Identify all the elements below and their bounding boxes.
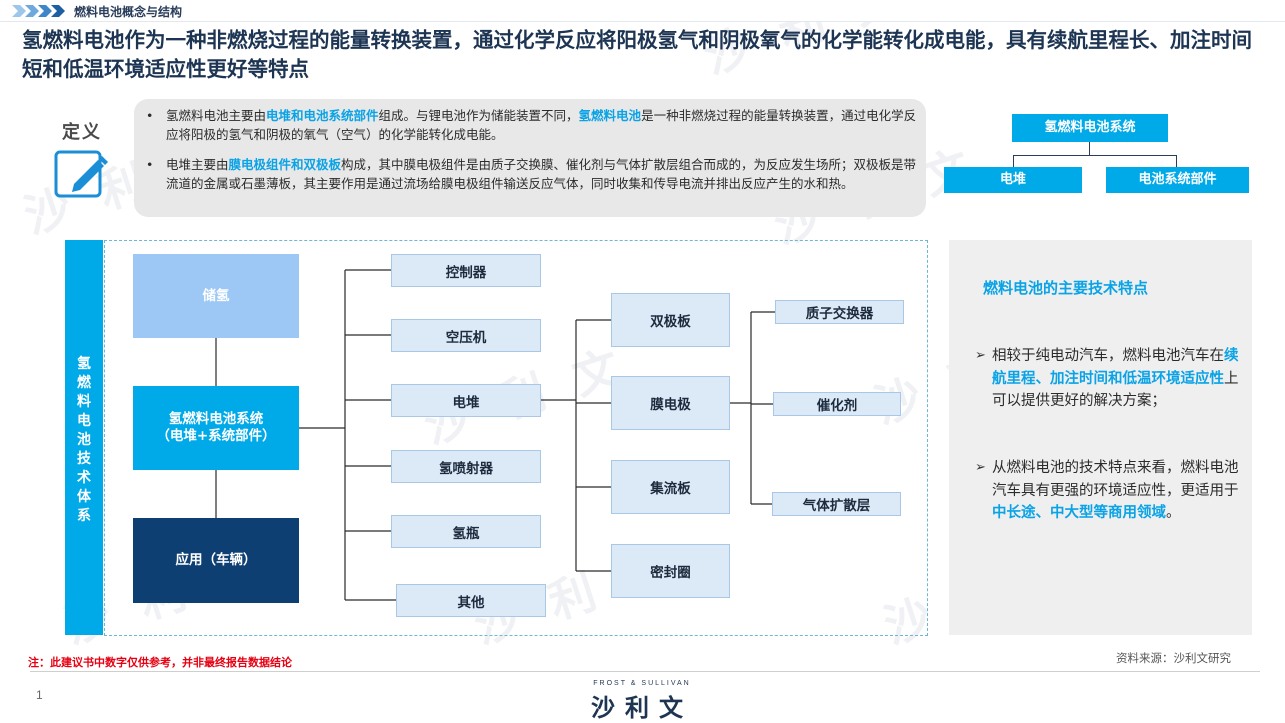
fuel-cell-system-box: 氢燃料电池系统 （电堆+系统部件） (133, 386, 299, 470)
pencil-edit-icon (54, 150, 108, 198)
footnote: 注：此建议书中数字仅供参考，并非最终报告数据结论 (28, 656, 292, 669)
component-stack: 电堆 (391, 384, 541, 417)
arrow-bullet-icon: ➢ (975, 348, 986, 363)
hydrogen-storage-box: 储氢 (133, 254, 299, 338)
arrow-bullet-icon: ➢ (975, 460, 986, 475)
org-connector (1013, 155, 1014, 167)
component-controller: 控制器 (391, 254, 541, 287)
feature-item: ➢ 从燃料电池的技术特点来看，燃料电池汽车具有更强的环境适应性，更适用于中长途、… (975, 457, 1245, 525)
definition-panel (134, 99, 926, 217)
chevron-arrows-icon (12, 5, 65, 17)
mea-part-proton-exchanger: 质子交换器 (775, 300, 904, 324)
component-hydrogen-injector: 氢喷射器 (391, 450, 541, 483)
definition-bullet: • 电堆主要由膜电极组件和双极板构成，其中膜电极组件是由质子交换膜、催化剂与气体… (146, 157, 917, 191)
page-title: 氢燃料电池作为一种非燃烧过程的能量转换装置，通过化学反应将阳极氢气和阴极氧气的化… (22, 28, 1252, 81)
bullet-dot: • (146, 157, 154, 172)
breadcrumb-bar (0, 0, 1285, 22)
features-panel (949, 240, 1252, 635)
org-connector (1089, 142, 1090, 155)
definition-label: 定义 (62, 122, 102, 143)
features-title: 燃料电池的主要技术特点 (983, 279, 1149, 297)
definition-bullet: • 氢燃料电池主要由电堆和电池系统部件组成。与锂电池作为储能装置不同，氢燃料电池… (146, 108, 917, 142)
component-other: 其他 (396, 584, 546, 617)
org-child-components: 电池系统部件 (1106, 167, 1249, 193)
org-connector (1013, 155, 1177, 156)
org-child-stack: 电堆 (944, 167, 1082, 193)
stack-part-seal-ring: 密封圈 (611, 544, 730, 598)
org-connector (1176, 155, 1177, 167)
feature-item: ➢ 相较于纯电动汽车，燃料电池汽车在续航里程、加注时间和低温环境适应性上可以提供… (975, 347, 1239, 409)
footer-divider (30, 671, 1260, 672)
application-vehicle-box: 应用（车辆） (133, 518, 299, 603)
breadcrumb: 燃料电池概念与结构 (74, 5, 183, 19)
stack-part-mea: 膜电极 (611, 376, 730, 430)
system-side-bar (65, 240, 103, 635)
source-note: 资料来源：沙利文研究 (1116, 651, 1231, 665)
bullet-dot: • (146, 108, 154, 123)
mea-part-catalyst: 催化剂 (773, 392, 901, 416)
system-panel (104, 240, 928, 636)
component-hydrogen-tank: 氢瓶 (391, 515, 541, 548)
company-logo-cn: 沙利文 (591, 693, 693, 722)
component-air-compressor: 空压机 (391, 319, 541, 352)
system-side-label: 氢燃料电池技术体系 (77, 356, 91, 524)
stack-part-current-collector: 集流板 (611, 460, 730, 514)
org-root-box: 氢燃料电池系统 (1012, 114, 1168, 142)
mea-part-gas-diffusion-layer: 气体扩散层 (772, 492, 901, 516)
stack-part-bipolar-plate: 双极板 (611, 293, 730, 347)
company-logo-en: FROST & SULLIVAN (593, 680, 691, 687)
page-number: 1 (36, 688, 43, 702)
